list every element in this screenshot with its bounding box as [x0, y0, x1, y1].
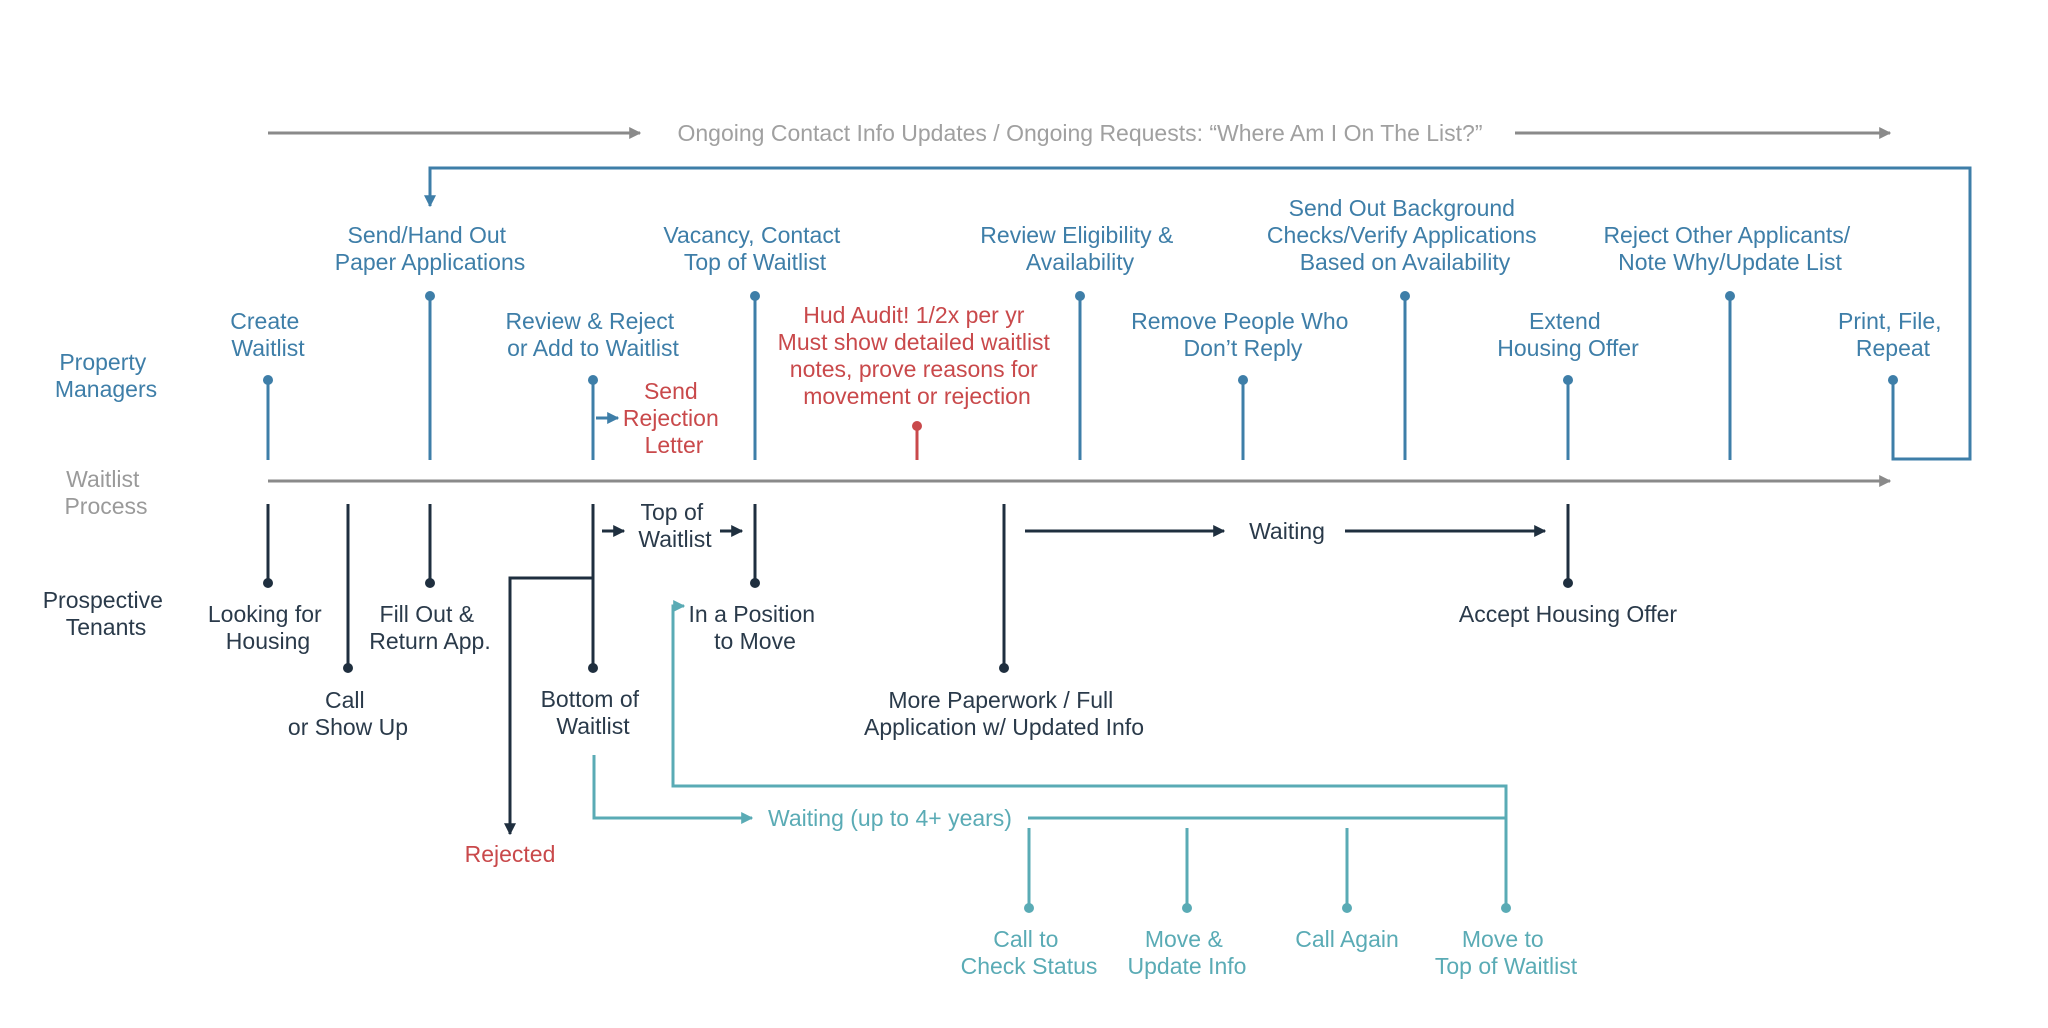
tenant-stems	[263, 504, 1573, 836]
node-vacancy-contact	[750, 291, 760, 301]
node-bottom-waitlist	[588, 663, 598, 673]
loop-step-call-again: Call Again	[1295, 926, 1399, 952]
tenant-step-paperwork: More Paperwork / Full Application w/ Upd…	[864, 687, 1144, 740]
step-background-checks: Send Out Background Checks/Verify Applic…	[1267, 195, 1543, 275]
tenant-step-waiting: Waiting	[1249, 518, 1325, 544]
node-call-show	[343, 663, 353, 673]
lane-label-waitlist-process: Waitlist Process	[64, 466, 147, 519]
tenant-step-bottom-waitlist: Bottom of Waitlist	[541, 686, 646, 739]
node-looking	[263, 578, 273, 588]
step-reject-others: Reject Other Applicants/ Note Why/Update…	[1603, 222, 1856, 275]
step-review-eligibility: Review Eligibility & Availability	[980, 222, 1179, 275]
node-paperwork	[999, 663, 1009, 673]
node-in-position	[750, 578, 760, 588]
repeat-loop-arrow	[424, 166, 1972, 461]
waiting-loop-label: Waiting (up to 4+ years)	[768, 805, 1012, 831]
node-reject-others	[1725, 291, 1735, 301]
node-review-reject	[588, 375, 598, 385]
manager-stems	[263, 291, 1898, 460]
arrow-back-to-in-position	[671, 600, 1508, 818]
node-remove-people	[1238, 375, 1248, 385]
step-create-waitlist: Create Waitlist	[230, 308, 305, 361]
node-review-eligibility	[1075, 291, 1085, 301]
node-extend-offer	[1563, 375, 1573, 385]
arrow-to-waiting-loop	[592, 755, 754, 824]
step-vacancy-contact: Vacancy, Contact Top of Waitlist	[663, 222, 846, 275]
arrow-to-rejected	[504, 576, 593, 836]
tenant-step-fill-out: Fill Out & Return App.	[369, 601, 490, 654]
node-create-waitlist	[263, 375, 273, 385]
node-accept-offer	[1563, 578, 1573, 588]
loop-step-move-top: Move to Top of Waitlist	[1435, 926, 1578, 979]
node-print-file	[1888, 375, 1898, 385]
node-background-checks	[1400, 291, 1410, 301]
note-rejected: Rejected	[465, 841, 556, 867]
ongoing-banner-text: Ongoing Contact Info Updates / Ongoing R…	[678, 120, 1483, 146]
tenant-step-in-position: In a Position to Move	[689, 601, 822, 654]
lane-label-prospective-tenants: Prospective Tenants	[43, 587, 170, 640]
step-extend-offer: Extend Housing Offer	[1497, 308, 1639, 361]
lane-label-property-managers: Property Managers	[55, 349, 157, 402]
tenant-step-top-waitlist: Top of Waitlist	[638, 499, 712, 552]
loop-step-call-status: Call to Check Status	[961, 926, 1098, 979]
waiting-loop: Waiting (up to 4+ years) Call to Check S…	[592, 600, 1578, 979]
node-send-applications	[425, 291, 435, 301]
step-send-applications: Send/Hand Out Paper Applications	[335, 222, 526, 275]
tenant-step-accept-offer: Accept Housing Offer	[1459, 601, 1678, 627]
loop-step-move-update: Move & Update Info	[1128, 926, 1247, 979]
node-move-top	[1501, 903, 1511, 913]
tenant-step-call-show: Call or Show Up	[288, 687, 408, 740]
step-review-reject: Review & Reject or Add to Waitlist	[505, 308, 680, 361]
node-call-status	[1024, 903, 1034, 913]
note-hud-audit: Hud Audit! 1/2x per yr Must show detaile…	[778, 302, 1057, 409]
step-remove-people: Remove People Who Don’t Reply	[1131, 308, 1355, 361]
tenant-step-looking: Looking for Housing	[208, 601, 328, 654]
node-hud-audit	[912, 421, 922, 431]
node-fill-out	[425, 578, 435, 588]
node-call-again	[1342, 903, 1352, 913]
node-move-update	[1182, 903, 1192, 913]
note-send-rejection-letter: Send Rejection Letter	[623, 378, 725, 458]
step-print-file: Print, File, Repeat	[1838, 308, 1948, 361]
